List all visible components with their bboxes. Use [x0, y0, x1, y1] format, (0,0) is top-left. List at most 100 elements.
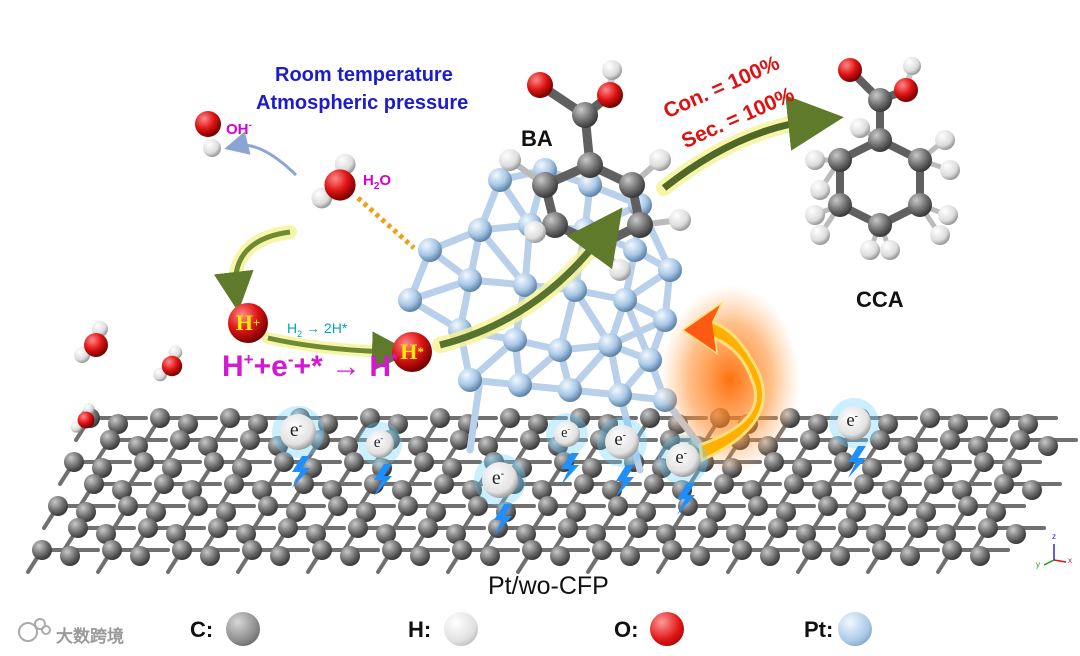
carbon-atom — [776, 502, 796, 522]
carbon-atom — [178, 414, 198, 434]
carbon-atom — [936, 524, 956, 544]
carbon-atom — [978, 518, 998, 538]
carbon-atom — [512, 458, 532, 478]
electron-ball — [837, 406, 871, 440]
hydrogen-atom — [903, 57, 921, 75]
electron-ball — [605, 425, 639, 459]
carbon-atom — [468, 496, 488, 516]
hydrogen-atom — [609, 259, 631, 281]
legend-platinum-label: Pt: — [804, 617, 834, 642]
pt-atom — [598, 333, 622, 357]
oxygen-atom — [77, 411, 95, 429]
electron-symbol: e- — [491, 466, 505, 489]
carbon-atom — [306, 524, 326, 544]
carbon-atom — [118, 496, 138, 516]
carbon-atom — [698, 518, 718, 538]
carbon-atom — [392, 480, 412, 500]
carbon-atom — [274, 452, 294, 472]
hydrogen-atom — [938, 205, 958, 225]
carbon-atom — [204, 452, 224, 472]
carbon-atom — [302, 458, 322, 478]
carbon-atom — [294, 474, 314, 494]
carbon-atom — [968, 436, 988, 456]
carbon-atom — [388, 414, 408, 434]
hydrogen-atom — [602, 60, 622, 80]
legend-carbon-swatch — [226, 612, 260, 646]
hydrogenation-arrow — [432, 207, 623, 353]
hydrogen-atom — [850, 118, 870, 138]
oxygen-atom — [324, 169, 356, 201]
hydrogen-atom — [930, 225, 950, 245]
proton-ion — [228, 303, 268, 343]
carbon-atom — [846, 502, 866, 522]
carbon-atom — [620, 546, 640, 566]
carbon-atom — [232, 458, 252, 478]
carbon-atom — [586, 524, 606, 544]
carbon-atom — [920, 408, 940, 428]
carbon-atom — [748, 496, 768, 516]
carbon-atom — [760, 546, 780, 566]
carbon-atom — [60, 546, 80, 566]
carbon-atom — [742, 480, 762, 500]
hydrogen-atom — [203, 139, 221, 157]
carbon-atom — [958, 496, 978, 516]
axis-y-label: y — [1036, 560, 1040, 569]
carbon-atom — [592, 540, 612, 560]
legend-platinum-swatch — [838, 612, 872, 646]
carbon-atom — [224, 474, 244, 494]
carbon-atom — [932, 458, 952, 478]
carbon-atom — [344, 452, 364, 472]
carbon-atom — [182, 480, 202, 500]
pt-atom — [418, 238, 442, 262]
carbon-atom — [572, 102, 598, 128]
lightning-bolt-icon — [561, 453, 579, 485]
carbon-atom — [732, 540, 752, 560]
carbon-atom — [644, 474, 664, 494]
carbon-atom — [550, 546, 570, 566]
carbon-atom — [500, 408, 520, 428]
carbon-atom — [382, 540, 402, 560]
pt-atom — [638, 348, 662, 372]
electron-symbol: e- — [561, 424, 571, 442]
carbon-atom — [828, 148, 852, 172]
carbon-atom — [208, 518, 228, 538]
hydrogen-atom — [669, 209, 691, 231]
watermark-logo-icon — [18, 618, 51, 642]
carbon-atom — [528, 414, 548, 434]
carbon-atom — [577, 152, 603, 178]
adsorbed-h-atom — [392, 332, 432, 372]
reduction-equation: H++e-+* → H* — [222, 350, 398, 383]
carbon-atom — [398, 496, 418, 516]
adsorbed-h-symbol: H* — [400, 339, 424, 364]
hydrogen-atom — [499, 149, 521, 171]
pt-atom — [508, 373, 532, 397]
carbon-atom — [802, 540, 822, 560]
carbon-atom — [830, 546, 850, 566]
carbon-atom — [100, 430, 120, 450]
carbon-atom — [1002, 458, 1022, 478]
carbon-atom — [904, 452, 924, 472]
carbon-atom — [446, 524, 466, 544]
pt-atom — [558, 378, 582, 402]
oxygen-atom — [894, 78, 918, 102]
carbon-atom — [818, 496, 838, 516]
carbon-atom — [312, 540, 332, 560]
carbon-atom — [868, 88, 892, 112]
cca-molecule-model — [805, 57, 960, 260]
carbon-atom — [812, 480, 832, 500]
axis-triad-icon — [1043, 544, 1067, 566]
carbon-atom — [130, 546, 150, 566]
carbon-atom — [112, 480, 132, 500]
carbon-atom — [900, 546, 920, 566]
pt-atom — [653, 308, 677, 332]
carbon-atom — [619, 172, 645, 198]
pt-atom — [458, 268, 482, 292]
electron-symbol: e- — [373, 433, 384, 451]
carbon-atom — [940, 430, 960, 450]
carbon-atom — [908, 148, 932, 172]
carbon-atom — [706, 502, 726, 522]
carbon-atom — [96, 524, 116, 544]
carbon-atom — [532, 172, 558, 198]
pt-atom — [578, 173, 602, 197]
